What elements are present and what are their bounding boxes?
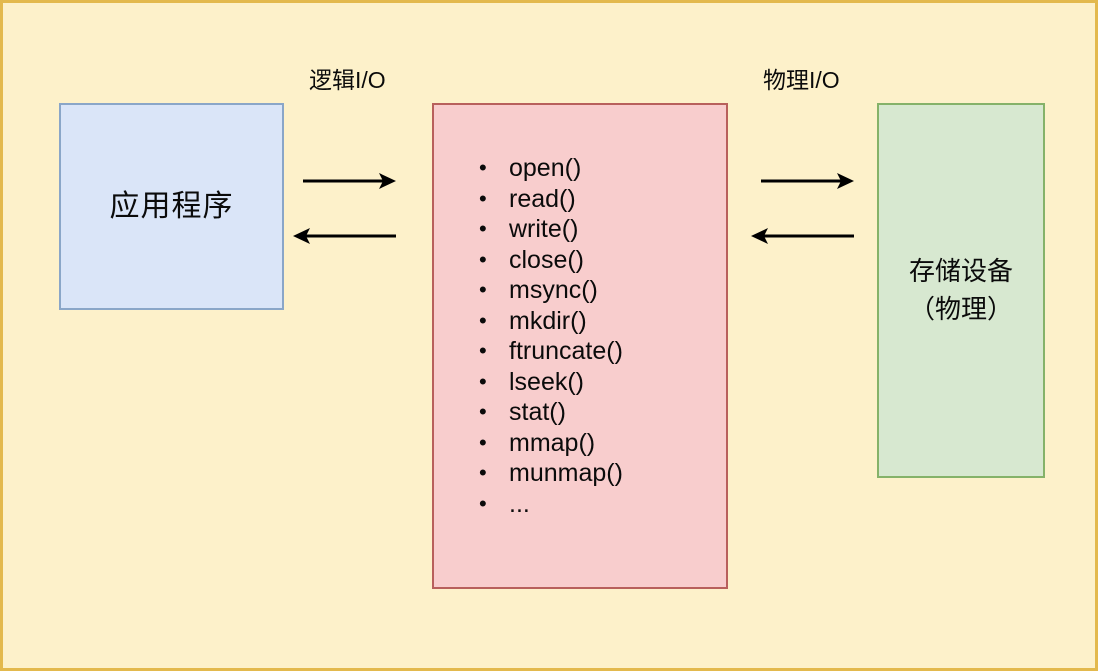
- list-item: munmap(): [479, 458, 623, 489]
- logical-io-label: 逻辑I/O: [309, 67, 386, 93]
- list-item: ...: [479, 489, 623, 520]
- list-item: read(): [479, 184, 623, 215]
- application-box: 应用程序: [59, 103, 284, 310]
- list-item: close(): [479, 245, 623, 276]
- list-item: write(): [479, 214, 623, 245]
- physical-io-label: 物理I/O: [763, 67, 840, 93]
- list-item: open(): [479, 153, 623, 184]
- list-item: msync(): [479, 275, 623, 306]
- list-item: lseek(): [479, 367, 623, 398]
- list-item: mmap(): [479, 428, 623, 459]
- list-item: stat(): [479, 397, 623, 428]
- arrow-right-icon: [761, 173, 854, 189]
- syscall-list: open() read() write() close() msync() mk…: [479, 153, 623, 519]
- arrow-left-icon: [751, 228, 854, 244]
- list-item: mkdir(): [479, 306, 623, 337]
- logical-io-arrows: [293, 173, 396, 244]
- application-box-label: 应用程序: [109, 189, 234, 223]
- storage-device-label-line2: （物理）: [908, 293, 1013, 324]
- physical-io-arrows: [751, 173, 854, 244]
- list-item: ftruncate(): [479, 336, 623, 367]
- storage-device-box: 存储设备 （物理）: [877, 103, 1045, 478]
- storage-device-label-line1: 存储设备: [908, 255, 1013, 286]
- arrow-left-icon: [293, 228, 396, 244]
- syscall-api-box: open() read() write() close() msync() mk…: [432, 103, 728, 589]
- arrow-right-icon: [303, 173, 396, 189]
